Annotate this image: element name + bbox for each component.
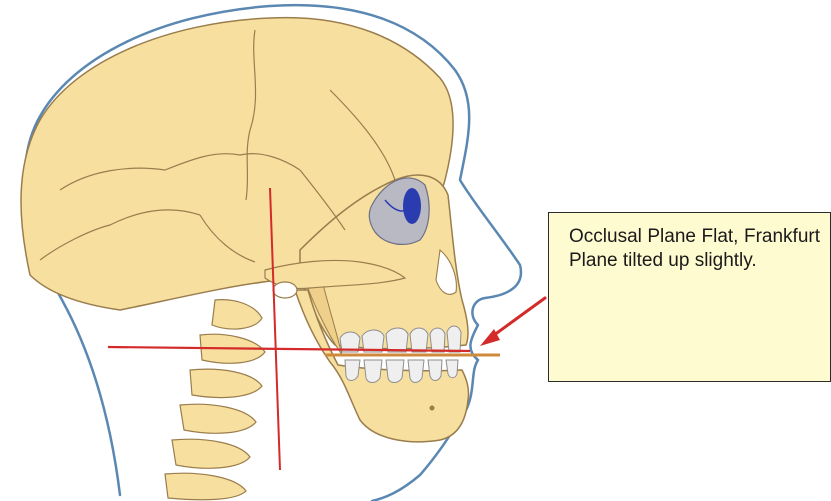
cervical-spine	[165, 300, 265, 500]
ear-canal	[273, 282, 297, 298]
callout-text: Occlusal Plane Flat, Frankfurt Plane til…	[569, 225, 820, 273]
mental-foramen	[430, 406, 435, 411]
arrow-icon	[480, 298, 545, 346]
annotation-callout: Occlusal Plane Flat, Frankfurt Plane til…	[548, 212, 831, 382]
